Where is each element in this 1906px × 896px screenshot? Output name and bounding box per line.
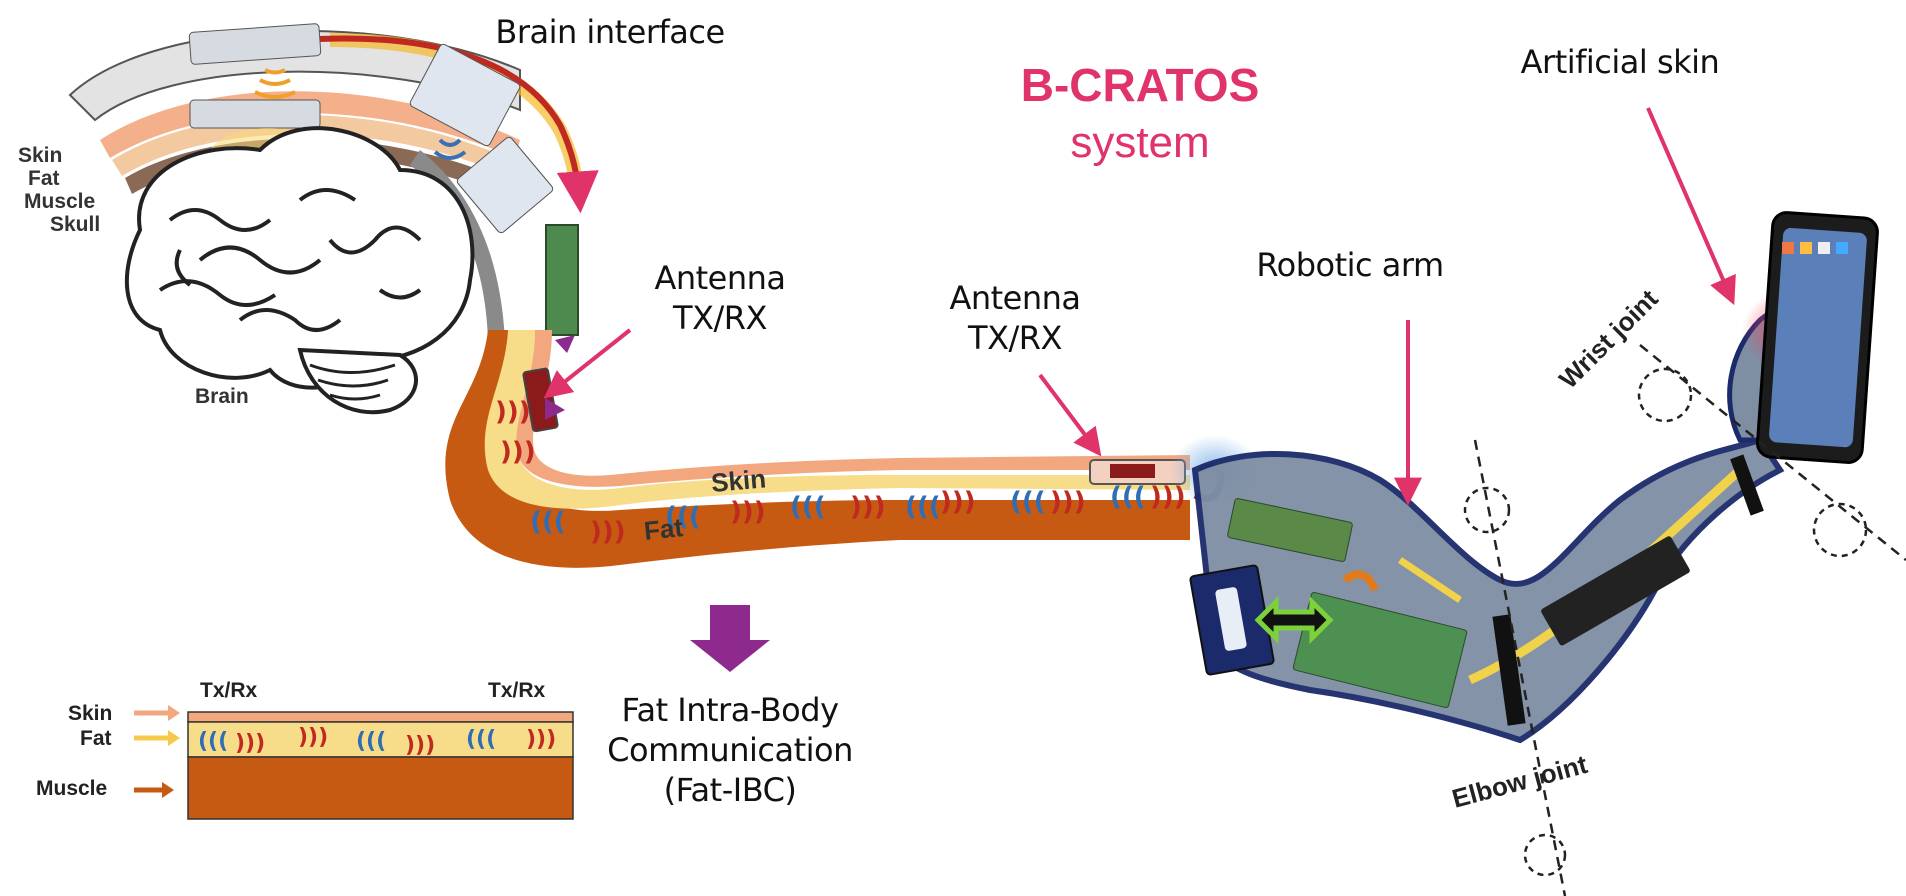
fat-ibc-line3: (Fat-IBC) — [590, 770, 870, 810]
arm-body — [1195, 440, 1780, 740]
head-skull-label: Skull — [50, 213, 100, 236]
elbow-joint-label: Elbow joint — [1449, 749, 1591, 814]
arrow-antenna-mid — [1040, 375, 1098, 452]
head-fat-label: Fat — [28, 167, 60, 190]
brain-interface-label: Brain interface — [470, 12, 750, 52]
svg-text:))): ))) — [940, 487, 976, 517]
svg-text:))): ))) — [405, 733, 435, 758]
svg-text:(((: ((( — [1110, 482, 1146, 512]
svg-text:))): ))) — [495, 397, 531, 427]
legend-muscle-layer — [188, 757, 573, 819]
svg-text:))): ))) — [235, 731, 265, 756]
svg-text:(((: ((( — [466, 727, 496, 752]
brain — [127, 128, 473, 412]
layer-legend: ((( ))) ))) ((( ))) ((( ))) Tx/Rx Tx/Rx … — [36, 679, 573, 819]
cerebellum — [300, 350, 416, 412]
legend-skin-layer — [188, 712, 573, 722]
legend-fat-label: Fat — [80, 727, 112, 750]
svg-text:(((: ((( — [905, 492, 941, 522]
antenna-mid-label: Antenna TX/RX — [925, 278, 1105, 358]
svg-text:))): ))) — [526, 727, 556, 752]
antenna-left-line2: TX/RX — [630, 298, 810, 338]
antenna-mid-line1: Antenna — [925, 278, 1105, 318]
purple-down-arrow — [690, 605, 770, 672]
legend-skin-label: Skin — [68, 702, 112, 725]
head-skin-label: Skin — [18, 144, 62, 167]
svg-text:(((: ((( — [198, 729, 228, 754]
robotic-arm — [1170, 212, 1878, 740]
system-title: B-CRATOS — [960, 58, 1320, 112]
artificial-skin-label: Artificial skin — [1500, 42, 1740, 82]
svg-text:))): ))) — [590, 517, 626, 547]
antenna-left-line1: Antenna — [630, 258, 810, 298]
fat-ibc-line1: Fat Intra-Body — [590, 690, 870, 730]
legend-muscle-label: Muscle — [36, 777, 107, 800]
svg-text:(((: ((( — [356, 729, 386, 754]
svg-text:))): ))) — [1050, 487, 1086, 517]
svg-text:(((: ((( — [1010, 487, 1046, 517]
robotic-arm-label: Robotic arm — [1240, 245, 1460, 285]
channel-fat-label: Fat — [642, 512, 684, 546]
antenna-mid-line2: TX/RX — [925, 318, 1105, 358]
svg-text:))): ))) — [730, 497, 766, 527]
svg-text:(((: ((( — [790, 492, 826, 522]
legend-txrx-left: Tx/Rx — [200, 679, 258, 702]
channel-skin-label: Skin — [710, 463, 767, 498]
antenna-left-label: Antenna TX/RX — [630, 258, 810, 338]
fat-ibc-label: Fat Intra-Body Communication (Fat-IBC) — [590, 690, 870, 810]
svg-text:))): ))) — [500, 437, 536, 467]
circuit-board-head — [546, 225, 578, 335]
head-muscle-label: Muscle — [24, 190, 95, 213]
svg-text:(((: ((( — [530, 507, 566, 537]
arrow-artificial-skin — [1648, 108, 1732, 300]
brain-label: Brain — [195, 385, 249, 408]
system-subtitle: system — [960, 118, 1320, 168]
svg-text:))): ))) — [298, 725, 328, 750]
legend-txrx-right: Tx/Rx — [488, 679, 546, 702]
fat-ibc-line2: Communication — [590, 730, 870, 770]
svg-text:))): ))) — [850, 492, 886, 522]
implant-plate-2 — [190, 100, 320, 128]
